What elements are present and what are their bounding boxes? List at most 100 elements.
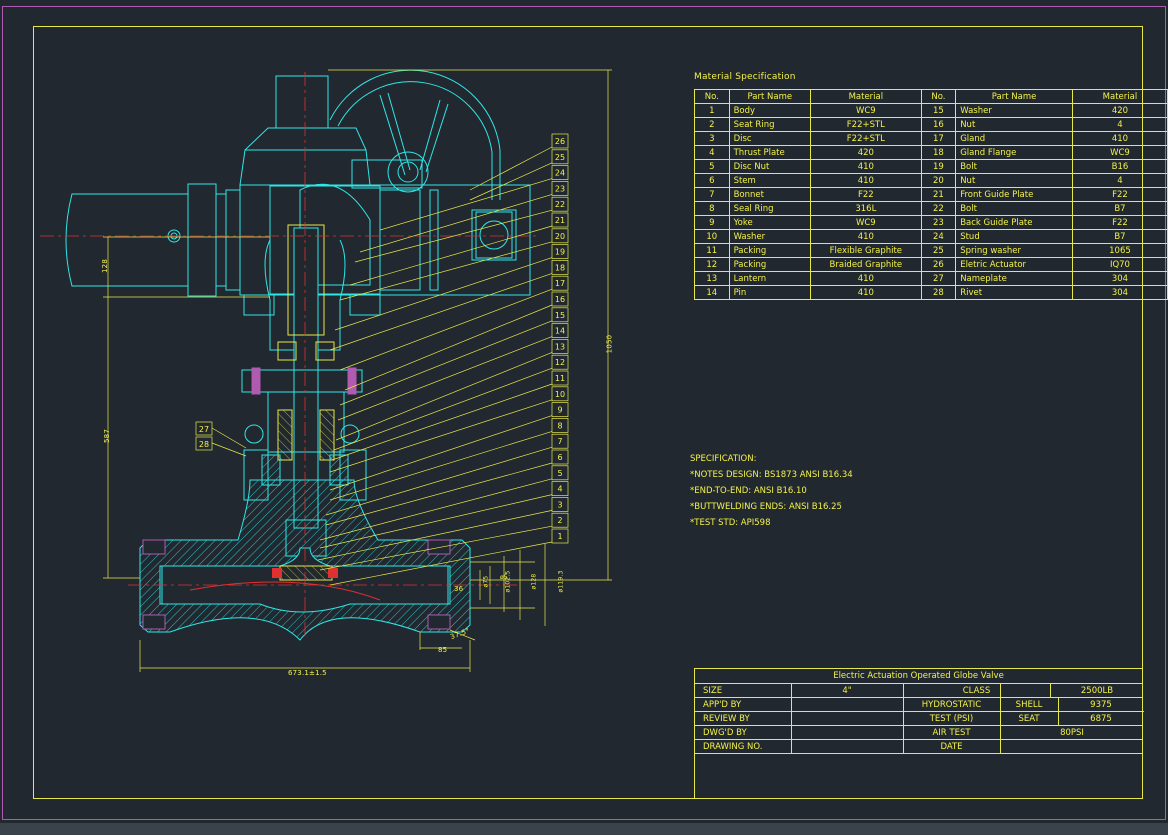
leader-line [339, 320, 553, 406]
table-cell: 19 [920, 159, 957, 174]
balloon-box [551, 244, 569, 259]
balloon-box [551, 291, 569, 307]
table-cell: Nut [955, 117, 1073, 132]
table-cell: 6 [694, 173, 730, 188]
test-psi-label: TEST (PSI) [929, 714, 974, 724]
material-spec-title: Material Specification [694, 72, 796, 82]
table-cell: Yoke [728, 215, 812, 230]
table-header-cell: Material [810, 89, 922, 104]
balloon-label: 2 [557, 516, 562, 525]
date-label: DATE [940, 742, 963, 752]
leader-line [319, 478, 553, 541]
balloons: 2625242322212019181716151413121110987654… [195, 133, 569, 544]
balloon-box [551, 133, 569, 149]
balloon-label: 5 [557, 469, 562, 478]
balloon-label: 4 [557, 485, 562, 494]
table-cell: 4 [1071, 173, 1168, 188]
dimension-lines [103, 69, 612, 672]
class-value: 2500LB [1080, 686, 1114, 696]
table-cell: Bonnet [728, 187, 812, 202]
balloon-label: 23 [555, 184, 565, 193]
balloon-label: 10 [555, 390, 565, 399]
balloon-box [551, 196, 569, 212]
table-cell: Disc Nut [728, 159, 812, 174]
drawing-frame [33, 26, 1143, 799]
table-cell: 4 [1071, 117, 1168, 132]
title-block: Electric Actuation Operated Globe Valve … [694, 668, 1144, 799]
table-cell: Nut [955, 173, 1073, 188]
table-cell: 7 [694, 187, 730, 202]
balloon-label: 27 [199, 425, 209, 434]
dim-total-height: 1050 [605, 334, 614, 354]
balloon-label: 18 [555, 263, 565, 272]
table-header-cell: Material [1071, 89, 1168, 104]
table-cell: 304 [1071, 285, 1168, 300]
table-cell: Nameplate [955, 271, 1073, 286]
dim-face-to-face: 673.1±1.5 [288, 669, 327, 677]
leader-line [329, 399, 553, 473]
balloon-box [195, 421, 213, 436]
leader-line [359, 194, 553, 253]
balloon-label: 12 [555, 358, 565, 367]
appd-label: APP'D BY [703, 700, 742, 710]
leader-line [325, 446, 553, 516]
balloon-label: 6 [557, 453, 562, 462]
class-label: CLASS [962, 686, 991, 696]
spec-line: *NOTES DESIGN: BS1873 ANSI B16.34 [690, 470, 853, 480]
table-cell: WC9 [1071, 145, 1168, 160]
balloon-box [551, 260, 569, 275]
table-cell: 5 [694, 159, 730, 174]
table-cell: Back Guide Plate [955, 215, 1073, 230]
table-cell: Bolt [955, 201, 1073, 216]
table-cell: Rivet [955, 285, 1073, 300]
balloon-box [551, 354, 569, 370]
table-header-cell: No. [920, 89, 957, 104]
balloon-box [551, 165, 569, 180]
table-cell: 420 [810, 145, 922, 160]
balloon-label: 22 [555, 200, 565, 209]
table-cell: F22+STL [810, 117, 922, 132]
seat-label: SEAT [1018, 714, 1040, 724]
status-bar [0, 823, 1168, 835]
table-cell: 15 [920, 103, 957, 118]
specification-title: SPECIFICATION: [690, 454, 757, 464]
leader-line [211, 442, 247, 457]
table-cell: 18 [920, 145, 957, 160]
balloon-label: 25 [555, 153, 565, 162]
balloon-label: 15 [555, 311, 565, 320]
table-cell: 23 [920, 215, 957, 230]
table-header-cell: No. [694, 89, 730, 104]
table-cell: 1065 [1071, 243, 1168, 258]
leader-line [469, 162, 553, 201]
balloon-label: 26 [555, 137, 565, 146]
balloon-box [551, 307, 569, 323]
balloon-label: 24 [555, 169, 565, 178]
table-cell: F22 [1071, 215, 1168, 230]
spec-line: *BUTTWELDING ENDS: ANSI B16.25 [690, 502, 842, 512]
table-cell: 410 [810, 229, 922, 244]
dim-d36: 36 [454, 585, 464, 593]
table-cell: Washer [955, 103, 1073, 118]
center-lines [40, 72, 540, 640]
leader-line [339, 288, 553, 371]
table-cell: 24 [920, 229, 957, 244]
balloon-label: 14 [555, 327, 565, 336]
balloon-label: 7 [557, 437, 562, 446]
title-block-title: Electric Actuation Operated Globe Valve [833, 671, 1004, 681]
balloon-box [551, 149, 569, 165]
table-cell: Thrust Plate [728, 145, 812, 160]
leader-line [469, 146, 553, 191]
table-cell: 8 [694, 201, 730, 216]
table-cell: Body [728, 103, 812, 118]
table-cell: Gland Flange [955, 145, 1073, 160]
dim-d75: ø75 [482, 575, 490, 588]
shell-value: 9375 [1090, 700, 1112, 710]
table-cell: 13 [694, 271, 730, 286]
review-label: REVIEW BY [703, 714, 750, 724]
hydrostatic-label: HYDROSTATIC [921, 700, 982, 710]
